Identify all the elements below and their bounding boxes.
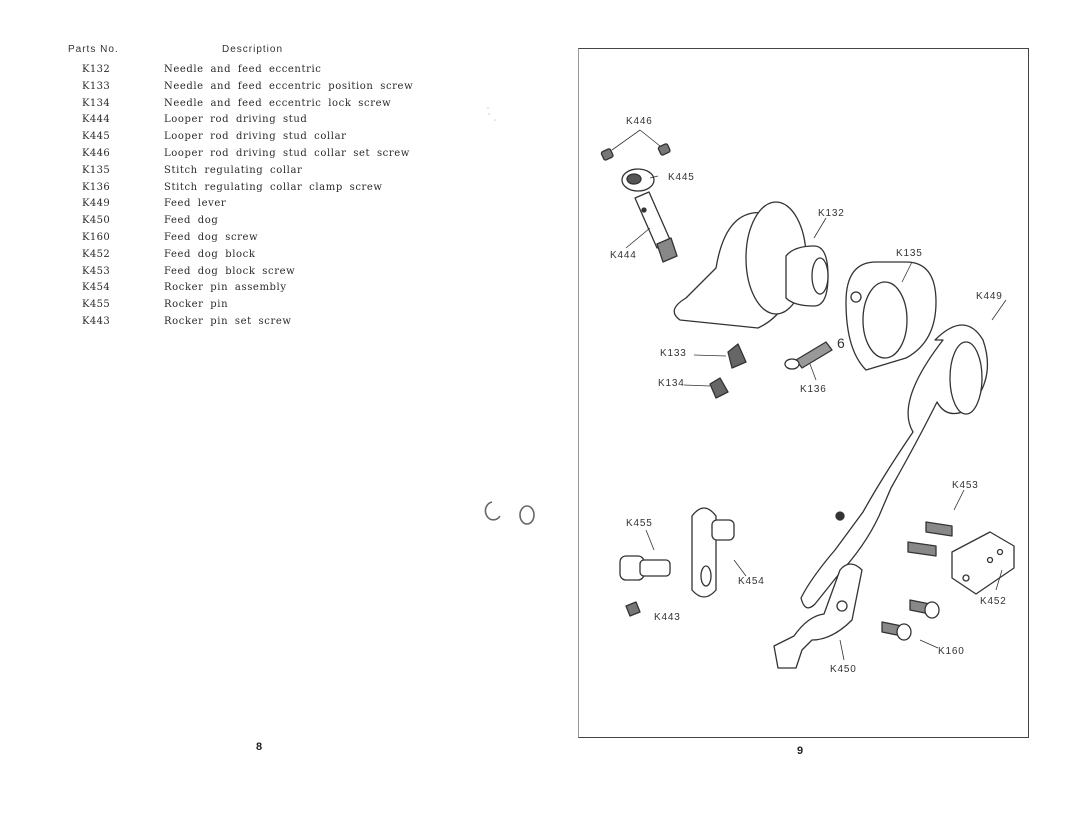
part-number: K135 xyxy=(82,164,111,176)
parts-row: K445 Looper rod driving stud collar xyxy=(0,131,540,148)
label-k135: K135 xyxy=(896,248,923,259)
part-description: Looper rod driving stud collar xyxy=(164,131,347,143)
eccentric-k132 xyxy=(673,201,829,329)
label-k453: K453 xyxy=(952,480,979,491)
label-k445: K445 xyxy=(668,172,695,183)
part-number: K453 xyxy=(82,265,111,277)
part-number: K160 xyxy=(82,231,111,243)
part-description: Feed dog xyxy=(164,215,219,227)
part-number: K444 xyxy=(82,114,111,126)
block-screw-k453 xyxy=(907,521,953,557)
part-number: K134 xyxy=(82,97,111,109)
part-number: K136 xyxy=(82,181,111,193)
bleed-through-marks xyxy=(484,107,535,525)
binder-hole-mark xyxy=(519,505,535,525)
part-description: Looper rod driving stud xyxy=(164,114,308,126)
label-k134: K134 xyxy=(658,378,685,389)
part-description: Feed dog block screw xyxy=(164,265,296,277)
parts-row: K454 Rocker pin assembly xyxy=(0,282,540,299)
part-description: Needle and feed eccentric lock screw xyxy=(164,97,392,109)
feed-dog-block-k452 xyxy=(951,531,1015,595)
label-k454: K454 xyxy=(738,576,765,587)
part-description: Stitch regulating collar xyxy=(164,164,303,176)
svg-text:6: 6 xyxy=(837,335,845,351)
feed-lever-k449 xyxy=(800,324,989,609)
page-number-right: 9 xyxy=(797,745,804,757)
part-number: K445 xyxy=(82,131,111,143)
part-number: K454 xyxy=(82,282,111,294)
parts-row: K443 Rocker pin set screw xyxy=(0,316,540,333)
exploded-diagram-frame xyxy=(578,48,1029,738)
lock-screw-k134 xyxy=(709,377,729,399)
part-number: K133 xyxy=(82,80,111,92)
regulating-collar-k135: 6 xyxy=(837,261,937,371)
page-number-left: 8 xyxy=(256,741,263,753)
clamp-screw-k136 xyxy=(784,341,833,370)
parts-row: K136 Stitch regulating collar clamp screw xyxy=(0,182,540,199)
parts-row: K134 Needle and feed eccentric lock screw xyxy=(0,98,540,115)
set-screw-k443 xyxy=(625,601,641,617)
label-k132: K132 xyxy=(818,208,845,219)
stud-collar-k445 xyxy=(621,168,655,192)
part-description: Rocker pin set screw xyxy=(164,315,292,327)
parts-row: K449 Feed lever xyxy=(0,198,540,215)
feed-dog-screw-k160 xyxy=(881,599,940,641)
parts-row: K160 Feed dog screw xyxy=(0,232,540,249)
binder-hole-mark xyxy=(484,501,501,521)
right-page: 6 xyxy=(540,0,1080,834)
label-k443: K443 xyxy=(654,612,681,623)
exploded-parts-diagram: 6 xyxy=(600,129,1015,669)
parts-no-header: Parts No. xyxy=(68,44,119,55)
part-number: K450 xyxy=(82,215,111,227)
part-description: Needle and feed eccentric position screw xyxy=(164,80,414,92)
description-header: Description xyxy=(222,44,284,55)
part-description: Feed dog screw xyxy=(164,231,259,243)
parts-row: K452 Feed dog block xyxy=(0,249,540,266)
part-number: K132 xyxy=(82,64,111,75)
label-k444: K444 xyxy=(610,250,637,261)
leader-lines xyxy=(611,129,1007,661)
feed-dog-k450 xyxy=(773,563,863,669)
part-description: Feed lever xyxy=(164,198,227,210)
rocker-pin-k455 xyxy=(619,555,671,581)
label-k160: K160 xyxy=(938,646,965,657)
parts-row: K133 Needle and feed eccentric position s… xyxy=(0,81,540,98)
part-description: Stitch regulating collar clamp screw xyxy=(164,181,383,193)
parts-row: K453 Feed dog block screw xyxy=(0,266,540,283)
rocker-pin-assembly-k454 xyxy=(691,507,735,598)
label-k133: K133 xyxy=(660,348,687,359)
part-description: Needle and feed eccentric xyxy=(164,64,322,75)
part-number: K443 xyxy=(82,315,111,327)
label-k446: K446 xyxy=(626,116,653,127)
parts-row: K135 Stitch regulating collar xyxy=(0,165,540,182)
set-screw-k446 xyxy=(600,143,671,161)
part-description: Rocker pin assembly xyxy=(164,282,287,294)
part-description: Feed dog block xyxy=(164,248,256,260)
part-number: K449 xyxy=(82,198,111,210)
part-description: Rocker pin xyxy=(164,299,229,311)
parts-row: K455 Rocker pin xyxy=(0,299,540,316)
part-number: K446 xyxy=(82,147,111,159)
parts-row: K446 Looper rod driving stud collar set s… xyxy=(0,148,540,165)
part-number: K455 xyxy=(82,299,111,311)
parts-row: K132 Needle and feed eccentric xyxy=(0,64,540,81)
label-k452: K452 xyxy=(980,596,1007,607)
part-description: Looper rod driving stud collar set screw xyxy=(164,147,410,159)
parts-row: K450 Feed dog xyxy=(0,215,540,232)
driving-stud-k444 xyxy=(634,191,678,263)
label-k450: K450 xyxy=(830,664,857,675)
part-number: K452 xyxy=(82,248,111,260)
label-k449: K449 xyxy=(976,291,1003,302)
position-screw-k133 xyxy=(727,343,747,369)
parts-row: K444 Looper rod driving stud xyxy=(0,114,540,131)
label-k455: K455 xyxy=(626,518,653,529)
label-k136: K136 xyxy=(800,384,827,395)
